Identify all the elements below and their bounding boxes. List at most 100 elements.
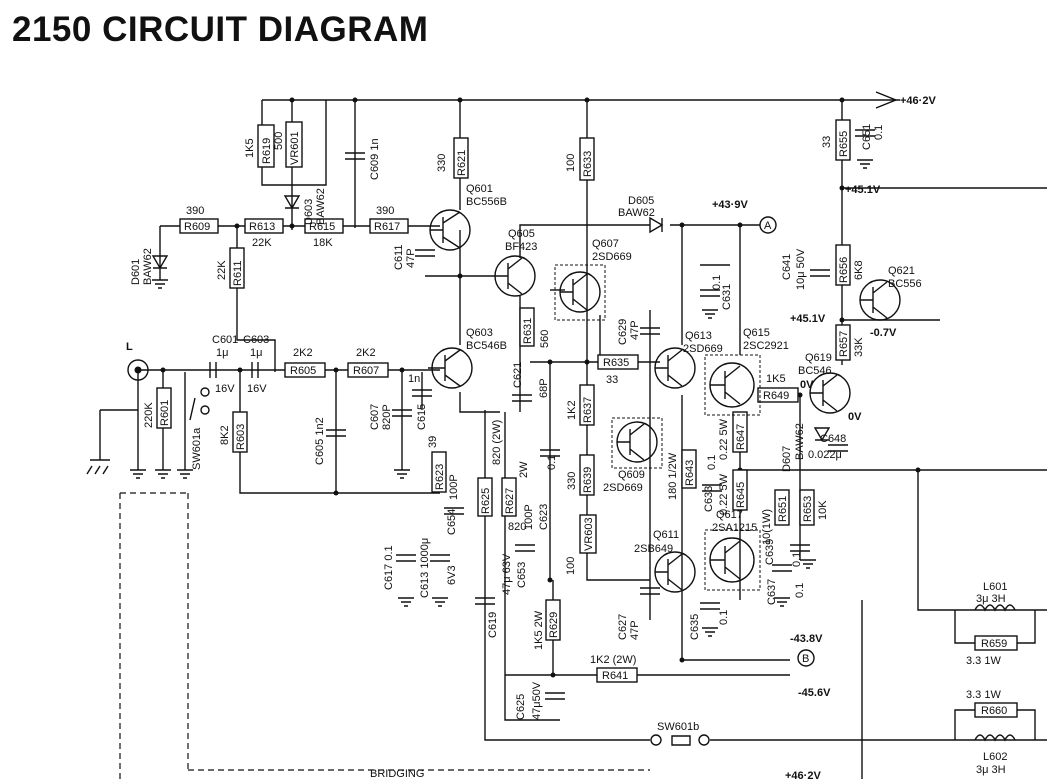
- c607-label: C607: [369, 404, 381, 430]
- r660-label: R660: [981, 705, 1007, 717]
- c635-value: 0.1: [718, 610, 730, 625]
- r647-label: R647: [735, 424, 747, 450]
- resistor-r609: [179, 218, 219, 234]
- r659-value: 3.3 1W: [966, 655, 1001, 667]
- q615-type: 2SC2921: [743, 340, 789, 352]
- sw601a-label: SW601a: [191, 427, 203, 470]
- resistor-vr603: [579, 514, 597, 554]
- inductors: L601 3μ 3H L602 3μ 3H: [974, 581, 1016, 776]
- terminal-b-label: B: [802, 653, 809, 665]
- d607-type: BAW62: [794, 423, 806, 460]
- r641-value: 1K2 (2W): [590, 654, 636, 666]
- r605-label: R605: [290, 365, 316, 377]
- c621-label: C621: [512, 362, 524, 388]
- r633-value: 100: [565, 154, 577, 172]
- r653-value: 10K: [817, 500, 829, 520]
- diode-d603: [283, 195, 301, 210]
- q605-label: Q605: [508, 228, 535, 240]
- r619-value: 1K5: [244, 138, 256, 158]
- l601-value: 3μ 3H: [976, 593, 1006, 605]
- ground-symbols: [86, 159, 873, 637]
- resistor-r639: [579, 454, 595, 496]
- r649-value: 1K5: [766, 373, 786, 385]
- c623-label: C623: [538, 504, 550, 530]
- vr603-label: VR603: [583, 517, 595, 551]
- r641-label: R641: [602, 670, 628, 682]
- resistor-r623: [431, 451, 447, 493]
- q611-type: 2SB649: [634, 543, 673, 555]
- q619-type: BC546: [798, 365, 832, 377]
- resistor-r657: [835, 324, 851, 361]
- l602-value: 3μ 3H: [976, 764, 1006, 776]
- c611-value: 47P: [405, 248, 417, 268]
- r643-label: R643: [684, 460, 696, 486]
- terminal-a-label: A: [764, 220, 772, 232]
- r629-label: R629: [548, 612, 560, 638]
- diode-d607: [813, 427, 831, 442]
- d605-type: BAW62: [618, 207, 655, 219]
- c637-value: 0.1: [794, 583, 806, 598]
- inductor-l602: [974, 734, 1016, 742]
- r643-value: 180 1/2W: [667, 452, 679, 500]
- r639-value: 330: [566, 472, 578, 490]
- resistor-r656: [835, 244, 851, 286]
- resistor-r659: [974, 635, 1018, 651]
- diode-d601: [151, 255, 169, 270]
- r625-label: R625: [480, 488, 492, 514]
- r601-label: R601: [159, 400, 171, 426]
- r611-value: 22K: [216, 260, 228, 280]
- input-label: L: [126, 341, 133, 353]
- c613-voltage: 6V3: [446, 565, 458, 585]
- r656-value: 6K8: [853, 260, 865, 280]
- r655-value: 33: [821, 136, 833, 148]
- rail-plus-46-2: +46·2V: [900, 95, 936, 107]
- diode-d605: [649, 216, 664, 234]
- r653-label: R653: [802, 496, 814, 522]
- c629-value: 47P: [629, 320, 641, 340]
- resistor-r627: [501, 477, 517, 517]
- r635-value: 33: [606, 374, 618, 386]
- r621-label: R621: [456, 150, 468, 176]
- r611-label: R611: [232, 261, 244, 286]
- junction-dots: [160, 97, 921, 678]
- r659-label: R659: [981, 638, 1007, 650]
- c654-value: 100P: [448, 474, 460, 500]
- c639-value: 0.1: [791, 552, 803, 567]
- sw601b-label: SW601b: [657, 721, 699, 733]
- c607-value: 820P: [381, 404, 393, 430]
- d601-label: D601: [130, 259, 142, 285]
- c635-label: C635: [689, 614, 701, 640]
- q613-type: 2SD669: [683, 343, 723, 355]
- rail-0v-a: 0V: [800, 379, 814, 391]
- d601-type: BAW62: [142, 248, 154, 285]
- r631-label: R631: [522, 318, 534, 344]
- resistor-r613: [244, 218, 284, 234]
- c641-label: C641: [781, 254, 793, 280]
- c601-label: C601: [212, 334, 238, 346]
- c633-label: C633: [703, 486, 715, 512]
- r615-label: R615: [309, 221, 335, 233]
- q609-type: 2SD669: [603, 482, 643, 494]
- resistor-r625: [477, 477, 493, 517]
- q609-label: Q609: [618, 469, 645, 481]
- resistor-r641: [596, 667, 638, 683]
- rail-minus-0-7: -0.7V: [870, 327, 897, 339]
- resistor-r649: [757, 387, 799, 403]
- resistor-r631: [519, 307, 535, 347]
- c627-value: 47P: [629, 620, 641, 640]
- c609-label: C609 1n: [369, 138, 381, 180]
- resistor-r647: [732, 411, 748, 453]
- r647-value: 0.22 5W: [718, 418, 730, 460]
- transistors: Q601 BC556B Q603 BC546B Q605 BF423 Q607 …: [428, 183, 922, 593]
- c631-label: C631: [721, 284, 733, 310]
- q603-label: Q603: [466, 327, 493, 339]
- r601-value: 220K: [143, 402, 155, 428]
- resistor-r603: [232, 411, 248, 453]
- rail-plus-45-1: +45.1V: [790, 313, 826, 325]
- r607-value: 2K2: [356, 347, 376, 359]
- r657-label: R657: [838, 331, 850, 357]
- c648-label: C648: [820, 433, 846, 445]
- c619-value: 47μ 63V: [501, 553, 513, 595]
- r627-value: 820: [508, 521, 526, 533]
- c611-label: C611: [393, 245, 405, 270]
